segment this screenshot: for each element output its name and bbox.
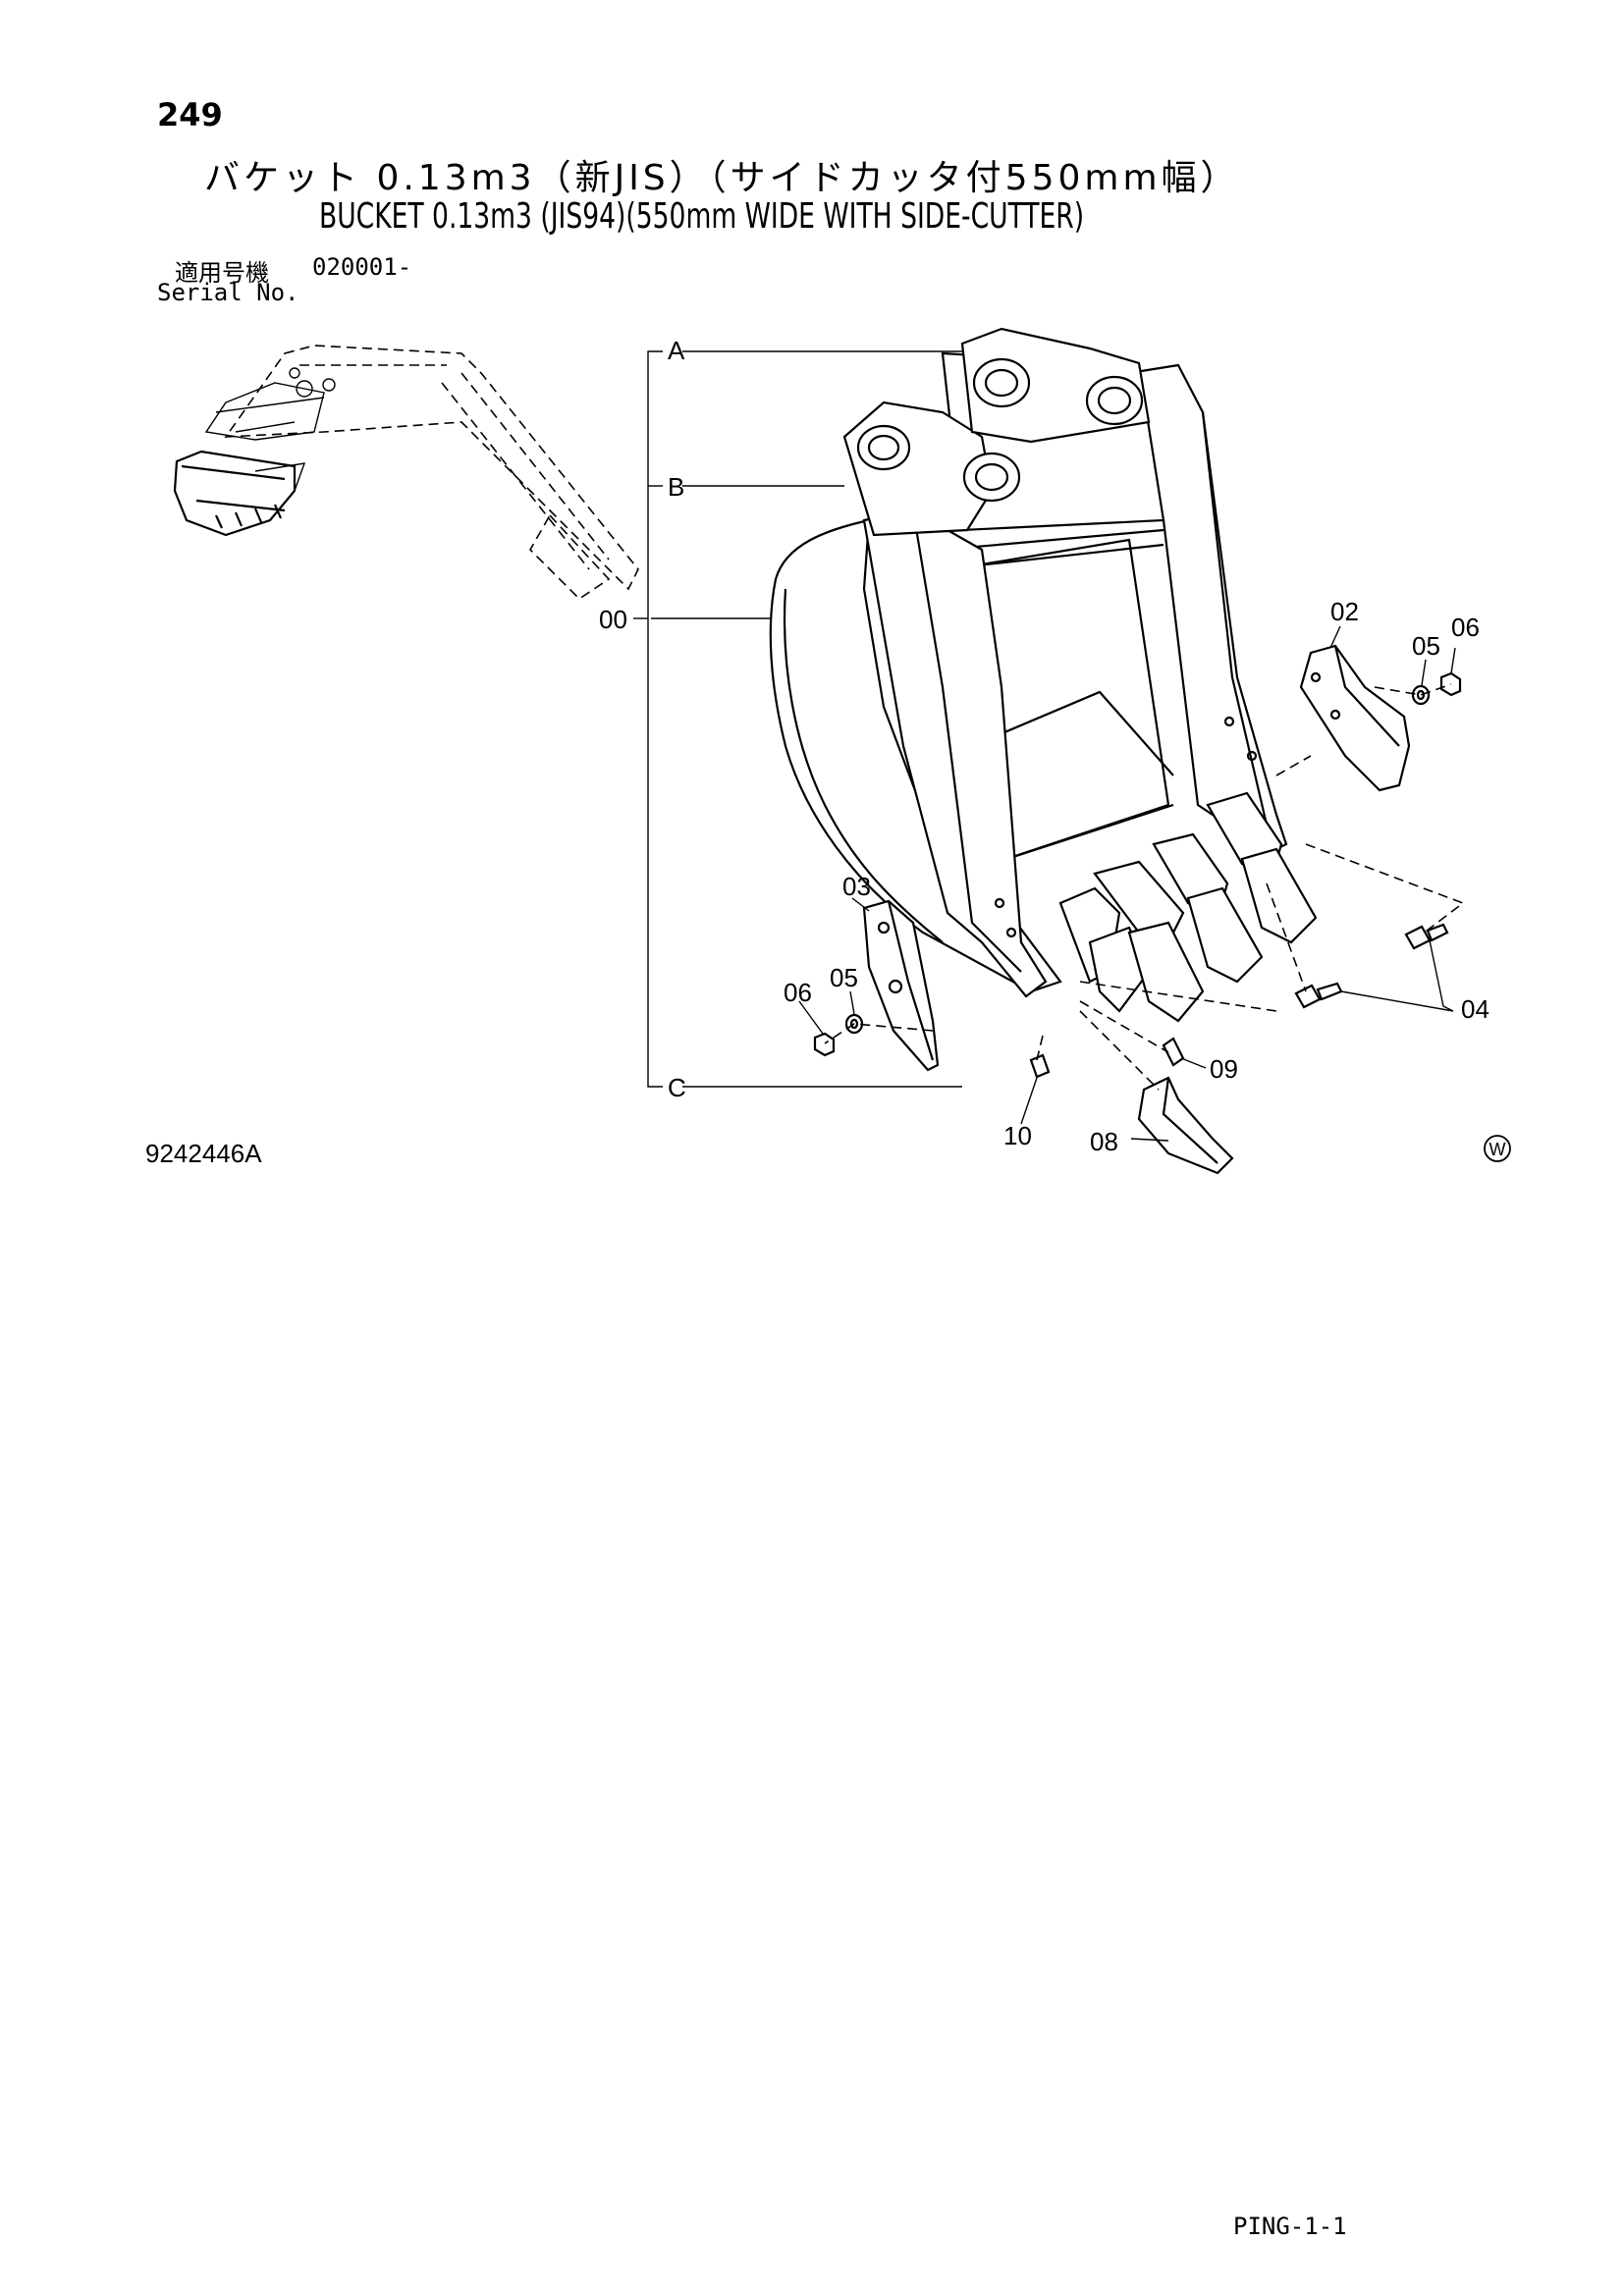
callout-03: 03 (842, 872, 871, 901)
bucket-body (769, 327, 1288, 998)
watermark-circle-mark: W (1484, 1135, 1511, 1162)
page-number: 249 (157, 96, 223, 133)
bolt-04-lower (1294, 982, 1343, 1009)
tooth-08-loose (1137, 1076, 1234, 1175)
serial-number-value: 020001- (312, 253, 412, 281)
pin-boss-right-front (1085, 375, 1144, 426)
serial-label-japanese: 適用号機 (175, 259, 269, 287)
callout-leaders (798, 625, 1456, 1142)
callout-06-left: 06 (784, 978, 812, 1007)
bolt-04-upper (1404, 923, 1449, 950)
svg-text:W: W (1489, 1140, 1506, 1159)
title-japanese: バケット 0.13m3（新JIS）（サイドカッタ付550mm幅） (204, 158, 1240, 198)
callout-b: B (668, 472, 684, 502)
callout-05-left: 05 (830, 963, 858, 992)
pin-boss-left-rear (856, 424, 911, 471)
page-code: PING-1-1 (1233, 2213, 1347, 2240)
side-cutter-right (1299, 644, 1411, 792)
callout-02: 02 (1330, 597, 1359, 626)
drawing-number: 9242446A (145, 1139, 262, 1168)
title-english: BUCKET 0.13m3 (JIS94)(550mm WIDE WITH SI… (319, 196, 1085, 237)
excavator-arm-thumbnail (173, 345, 639, 601)
serial-label-english: Serial No. (157, 279, 299, 306)
side-cutter-left (862, 899, 940, 1072)
tooth-2 (1093, 860, 1205, 1023)
lock-10 (1029, 1053, 1051, 1079)
assembly-lines (824, 683, 1465, 1091)
callout-a: A (668, 336, 685, 365)
assembly-bracket (633, 350, 972, 1088)
washer-05-right (1411, 684, 1431, 706)
callout-09: 09 (1210, 1054, 1238, 1084)
callout-labels: A B C 00 02 05 06 03 05 06 04 09 10 08 (599, 336, 1489, 1156)
bucket-teeth (1058, 791, 1318, 1023)
tooth-3 (1152, 832, 1264, 984)
pin-boss-left-front (962, 452, 1021, 503)
callout-c: C (668, 1073, 686, 1102)
callout-00: 00 (599, 605, 627, 634)
callout-04: 04 (1461, 994, 1489, 1024)
pin-boss-right-rear (972, 357, 1031, 408)
pin-09 (1162, 1037, 1185, 1067)
callout-05-right: 05 (1412, 631, 1440, 661)
callout-08: 08 (1090, 1127, 1118, 1156)
nut-06-left (813, 1032, 836, 1057)
callout-10: 10 (1003, 1121, 1032, 1150)
callout-06-right: 06 (1451, 613, 1480, 642)
tooth-4 (1206, 791, 1318, 944)
